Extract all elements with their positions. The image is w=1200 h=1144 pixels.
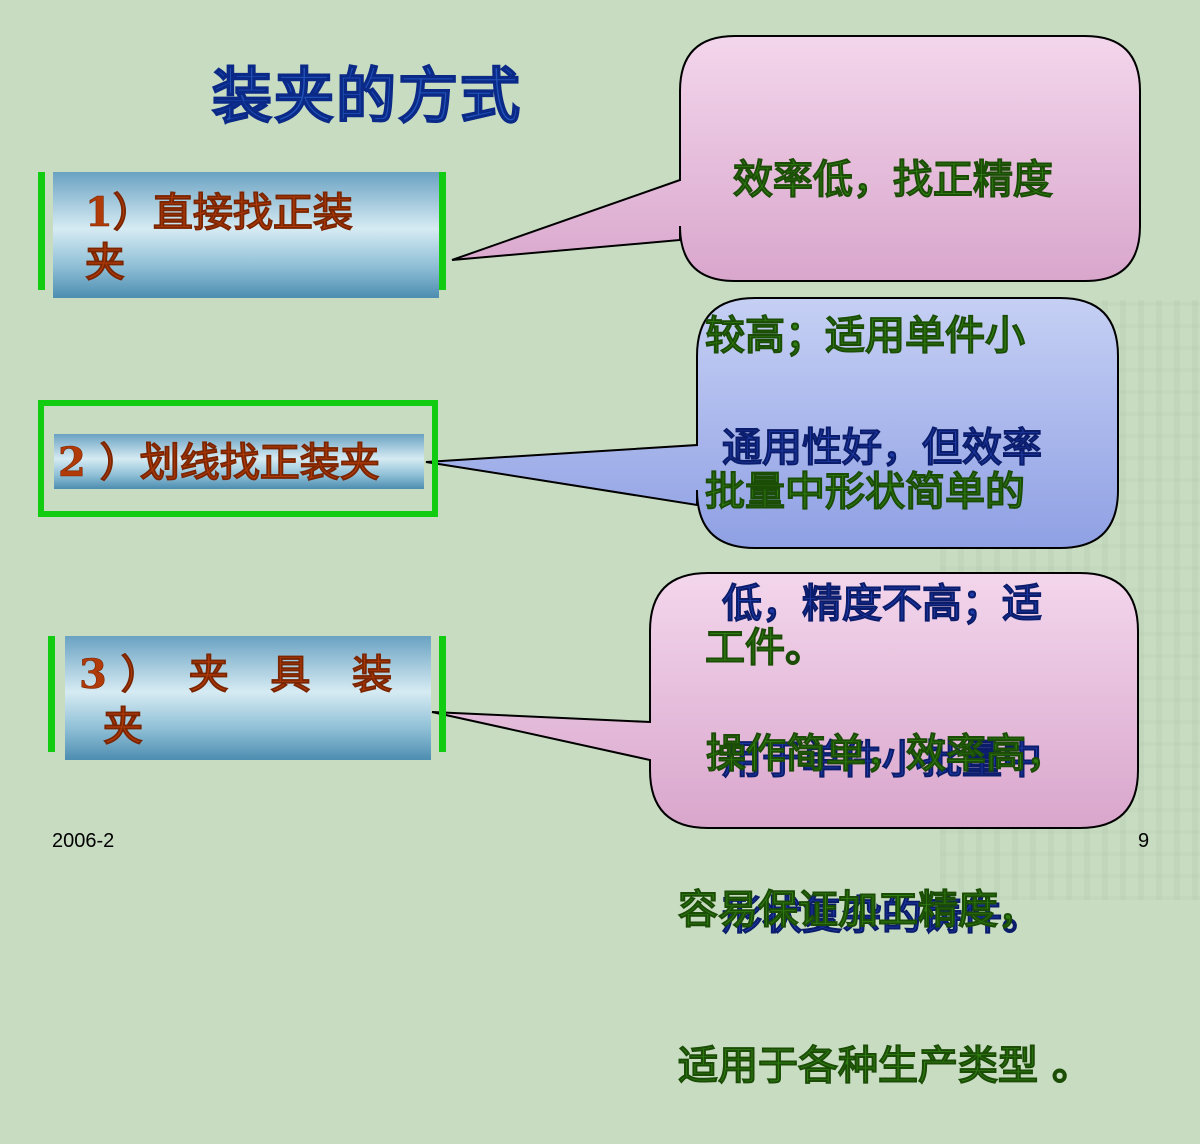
callout-2-line: 通用性好，但效率 <box>722 424 1043 472</box>
callout-3-bubble <box>431 572 1139 829</box>
method-1-line2: 夹 <box>85 239 126 287</box>
callout-shapes <box>425 35 1141 829</box>
method-box-fill <box>54 434 424 489</box>
callout-1-text: 效率低，找正精度 较高；适用单件小 批量中形状简单的 工件。 <box>705 50 1054 726</box>
callout-1-line: 效率低，找正精度 <box>705 156 1053 204</box>
method-box-fixture-clamping: 3 ） 夹 具 装 夹 <box>48 636 446 760</box>
method-3-line2: 夹 <box>103 703 144 751</box>
callout-3-line: 容易保证加工精度， <box>678 886 1039 934</box>
callout-3-line: 操作简单，效率高， <box>678 730 1066 778</box>
method-box-fill <box>53 172 439 298</box>
page-title: 装夹的方式 <box>211 61 522 133</box>
footer-date: 2006-2 <box>52 830 115 852</box>
method-box-line-alignment: 2 ）划线找正装夹 <box>38 400 438 517</box>
callout-3-text: 操作简单，效率高， 容易保证加工精度， 适用于各种生产类型 。 <box>678 624 1093 1144</box>
callout-1-line: 批量中形状简单的 <box>705 468 1026 516</box>
page-number: 9 <box>1138 830 1150 852</box>
callout-1-bubble <box>451 35 1141 282</box>
callout-2-line: 用于单件小批量中 <box>722 736 1043 784</box>
callout-2-bubble <box>425 297 1119 549</box>
method-2-line1: 2 ）划线找正装夹 <box>58 439 380 487</box>
method-3-line1: 3 ） 夹 具 装 <box>79 651 393 699</box>
method-box-fill <box>65 636 431 760</box>
method-box-direct-alignment: 1）直接找正装 夹 <box>38 172 446 298</box>
method-1-line1: 1）直接找正装 <box>85 189 353 237</box>
callout-2-line: 低，精度不高；适 <box>722 580 1043 628</box>
callout-1-line: 工件。 <box>705 624 826 672</box>
callout-1-line: 较高；适用单件小 <box>705 312 1026 360</box>
callout-3-line: 适用于各种生产类型 。 <box>678 1042 1093 1090</box>
